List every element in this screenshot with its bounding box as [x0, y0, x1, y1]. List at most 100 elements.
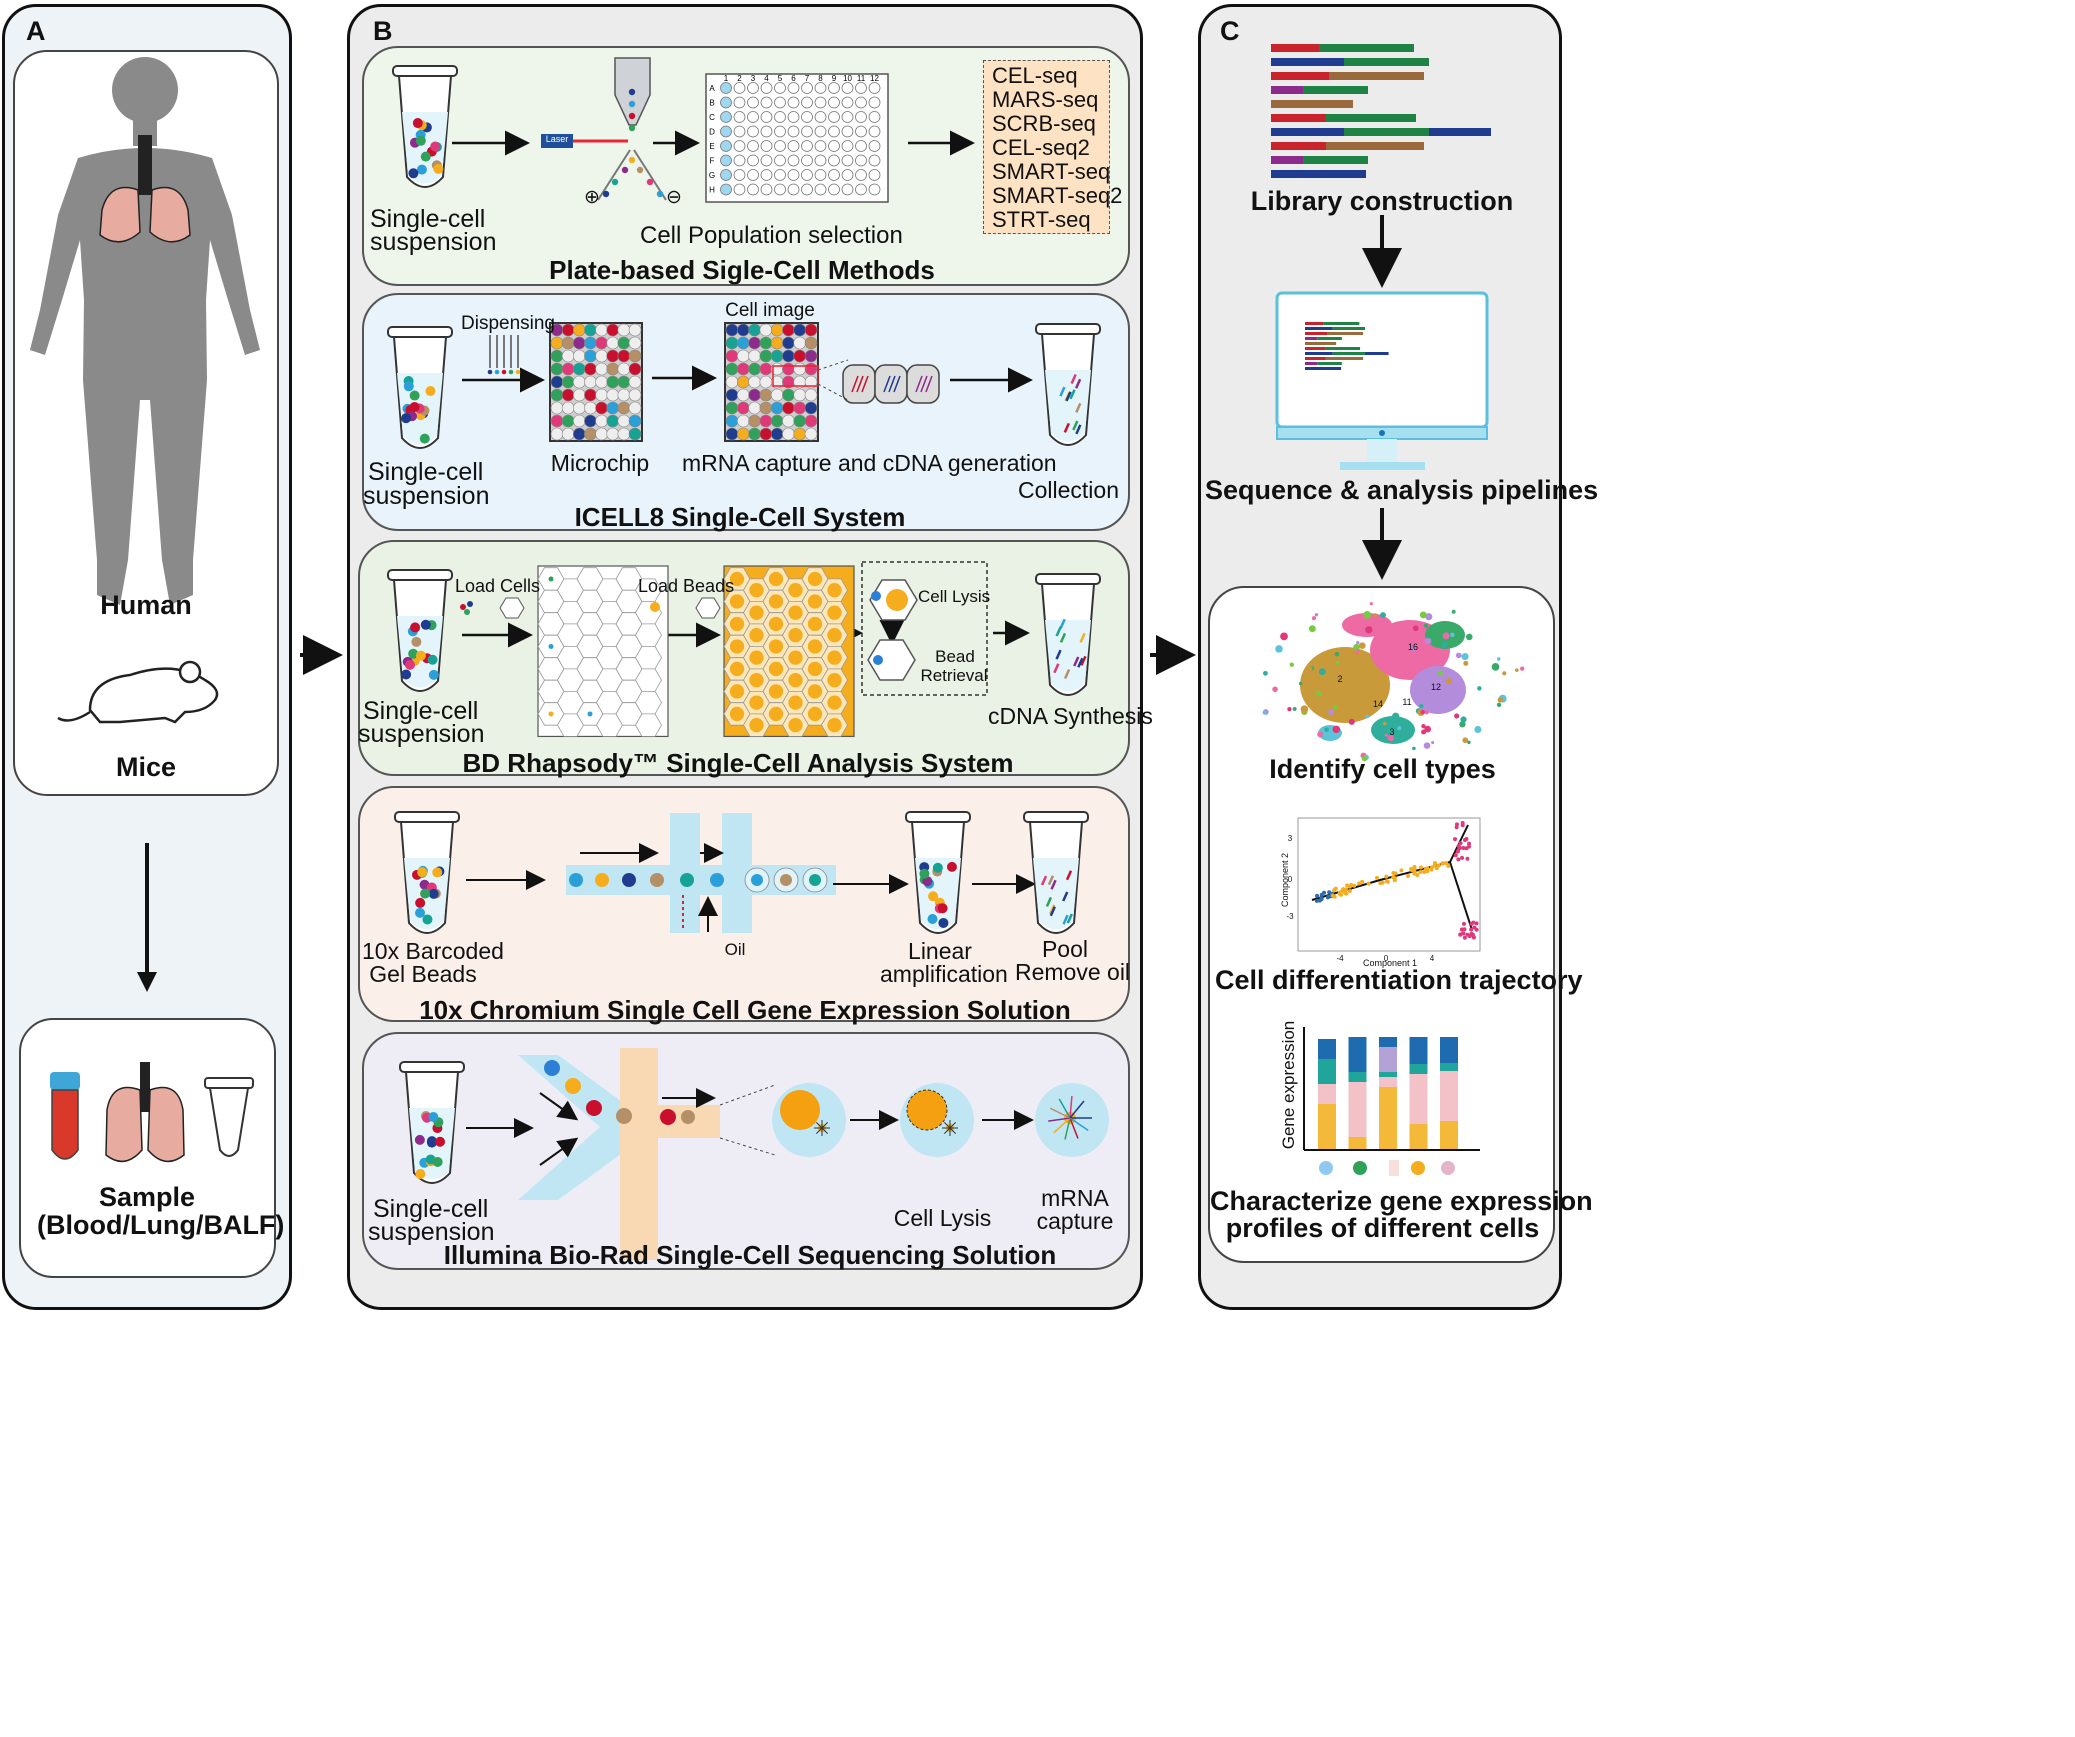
cluster-number: 2: [1337, 674, 1343, 684]
chip-well: [584, 323, 597, 337]
bead-ray: [815, 1127, 823, 1135]
library-read-segment: [1344, 128, 1429, 136]
plate-row-label: C: [709, 113, 715, 122]
load-hex-icon: [499, 597, 525, 619]
tsne-point: [1384, 733, 1388, 737]
microchip-label: Microchip: [550, 450, 650, 476]
chip-well: [584, 349, 597, 363]
hex-bead: [788, 672, 803, 688]
tsne-point: [1397, 726, 1402, 731]
tube-icon: [394, 811, 460, 934]
sort-droplet: [646, 178, 654, 186]
tsne-point: [1356, 640, 1360, 645]
tsne-point: [1424, 725, 1431, 733]
tsne-point: [1353, 643, 1360, 651]
tube-strand: [1063, 668, 1071, 679]
expression-bar-segment: [1318, 1104, 1336, 1149]
plate-well: [733, 169, 746, 181]
plate-well: [801, 140, 813, 152]
tube-cell: [419, 433, 430, 444]
chip-well: [725, 375, 739, 389]
chip-well: [606, 349, 620, 363]
tube-cell: [415, 135, 426, 146]
tube-strand: [1080, 655, 1087, 666]
trajectory-point: [1366, 881, 1371, 886]
library-read-segment: [1271, 114, 1326, 122]
plate-well: [841, 154, 854, 167]
plate-row-label: E: [709, 142, 714, 151]
trajectory-point: [1462, 837, 1467, 842]
tube-cell: [415, 907, 426, 918]
chip-well: [804, 414, 818, 428]
trajectory-point: [1429, 865, 1434, 870]
tube-cell: [416, 164, 427, 175]
library-read-segment: [1429, 128, 1491, 136]
plate-well: [814, 111, 827, 123]
plate-well: [747, 183, 759, 196]
plate-well: [774, 169, 786, 181]
library-read-segment: [1319, 44, 1414, 52]
tsne-point: [1520, 666, 1525, 671]
expression-bar-segment: [1379, 1077, 1397, 1087]
plate-well: [733, 183, 746, 196]
linear-label: Linear: [908, 938, 972, 964]
cell-image-label: Cell image: [725, 300, 815, 321]
mice-label: Mice: [115, 752, 177, 782]
library-read-segment: [1303, 86, 1368, 94]
trajectory-point: [1337, 890, 1342, 895]
hex-bead: [807, 571, 823, 587]
trajectory-point: [1453, 853, 1458, 858]
sort-droplet: [602, 190, 610, 198]
tube-cell: [401, 413, 412, 424]
plate-well: [787, 125, 800, 138]
library-read-segment: [1296, 58, 1344, 66]
trajectory-point: [1440, 861, 1445, 866]
plate-well: [747, 82, 759, 94]
trajectory-point: [1423, 867, 1428, 872]
tsne-point: [1515, 668, 1519, 672]
monitor-read-segment: [1314, 352, 1333, 355]
plate-well: [814, 169, 827, 181]
hex-bead: [788, 650, 803, 665]
tsne-point: [1392, 712, 1400, 721]
tsne-point: [1419, 611, 1427, 619]
chip-well: [770, 323, 784, 337]
plate-well: [855, 183, 867, 196]
mrna-strand: [1069, 1117, 1089, 1132]
trajectory-point: [1360, 879, 1365, 884]
tube-liquid: [1033, 858, 1079, 930]
chip-well: [550, 401, 564, 415]
plate-col-label: 5: [778, 74, 783, 83]
chip-well: [748, 414, 761, 428]
monitor-read-segment: [1305, 357, 1326, 360]
chip-well: [804, 427, 818, 441]
hex-bead: [788, 717, 803, 733]
hex-bead: [788, 605, 803, 620]
tsne-point: [1450, 632, 1455, 638]
tsne-point: [1410, 646, 1416, 652]
plate-well: [801, 154, 813, 167]
chip-well: [595, 323, 608, 337]
hex-bead: [807, 684, 823, 699]
plate-well: [855, 154, 867, 167]
hex-bead: [749, 583, 764, 598]
traj-ytick: 3: [1287, 834, 1293, 843]
icell8-tube-caption-1: Single-cell: [368, 458, 484, 486]
chip-well: [736, 401, 750, 415]
tsne-point: [1318, 668, 1326, 676]
retrieval-label: Retrieval: [920, 666, 988, 685]
tube-cell: [412, 118, 423, 129]
method-item: STRT-seq: [992, 207, 1091, 232]
plate-well: [787, 82, 800, 94]
load-cell-dot: [467, 601, 473, 607]
chip-well: [748, 427, 761, 441]
plate-row-label: G: [709, 171, 715, 180]
plate-well: [801, 111, 813, 123]
method-item: CEL-seq: [992, 63, 1078, 88]
trajectory-point: [1378, 881, 1383, 886]
trajectory-point: [1418, 870, 1423, 875]
chip-well: [770, 349, 784, 363]
traj-ytick: 0: [1287, 875, 1293, 884]
chip-well: [736, 414, 750, 428]
